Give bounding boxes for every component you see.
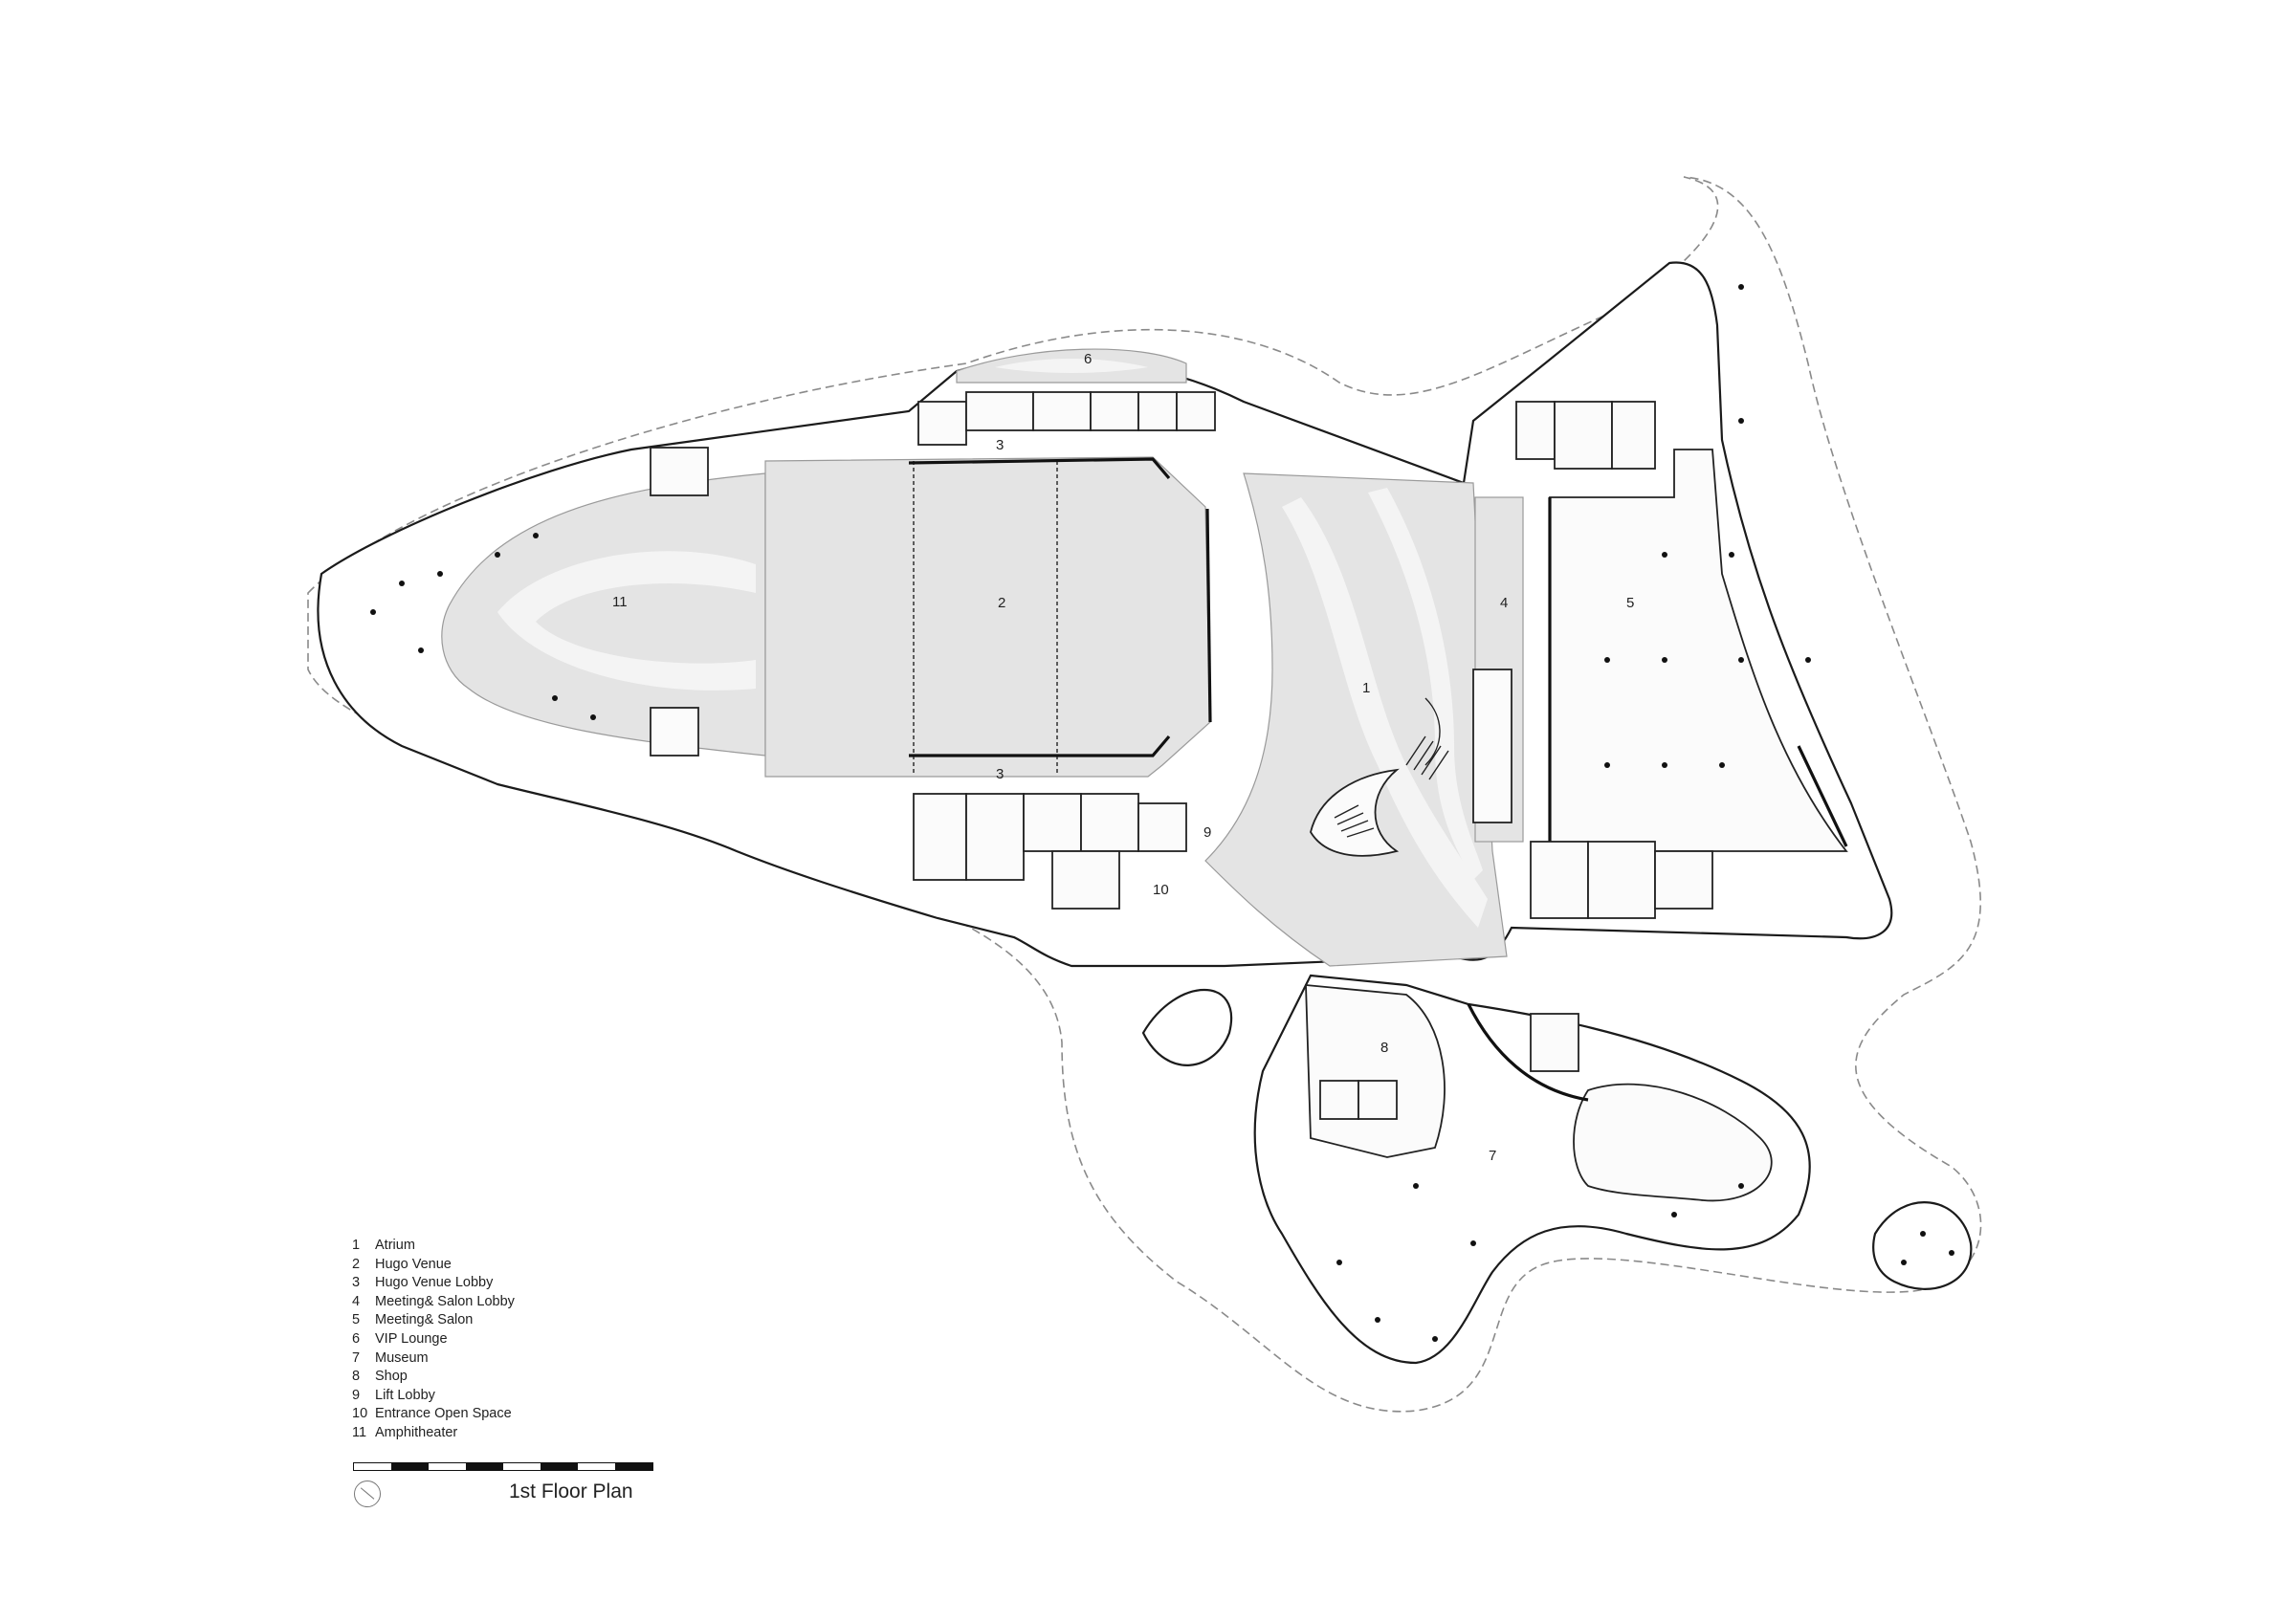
legend-item: 7 Museum (352, 1349, 515, 1369)
legend-room-name: Shop (375, 1369, 408, 1385)
legend-number: 11 (352, 1424, 367, 1440)
legend-item: 3 Hugo Venue Lobby (352, 1274, 515, 1293)
legend-number: 9 (352, 1387, 361, 1403)
label-museum: 7 (1489, 1148, 1496, 1164)
legend-item: 11 Amphitheater (352, 1424, 515, 1443)
scale-seg (391, 1463, 429, 1470)
legend-room-name: VIP Lounge (375, 1330, 448, 1347)
legend-number: 8 (352, 1369, 361, 1385)
scale-seg (541, 1463, 578, 1470)
legend-room-name: Amphitheater (375, 1424, 458, 1440)
legend-room-name: Meeting& Salon (375, 1312, 474, 1328)
label-shop: 8 (1380, 1040, 1388, 1056)
label-lift-lobby: 9 (1203, 824, 1211, 841)
museum-inner-court (1573, 1083, 1773, 1202)
atrium-flow-2 (1368, 488, 1483, 880)
legend-room-name: Lift Lobby (375, 1387, 435, 1403)
scale-seg (466, 1463, 503, 1470)
legend-room-name: Entrance Open Space (375, 1406, 512, 1422)
shop-service-rooms (1319, 1013, 1579, 1120)
service-rooms-top (650, 391, 1656, 496)
landscape-island-left (1141, 989, 1233, 1066)
label-lobby-bottom: 3 (996, 766, 1004, 782)
label-salon: 5 (1626, 595, 1634, 611)
scale-seg (429, 1463, 466, 1470)
scale-bar (353, 1462, 653, 1471)
label-salon-lobby: 4 (1500, 595, 1508, 611)
legend-number: 6 (352, 1330, 361, 1347)
atrium-stair-sculpture (1310, 768, 1400, 857)
label-lobby-top: 3 (996, 437, 1004, 453)
legend-number: 7 (352, 1349, 361, 1366)
legend-item: 4 Meeting& Salon Lobby (352, 1293, 515, 1312)
label-amphitheater: 11 (612, 594, 628, 610)
site-outline (307, 176, 1982, 1413)
legend-number: 3 (352, 1275, 361, 1291)
legend-item: 9 Lift Lobby (352, 1387, 515, 1406)
hugo-venue-hall (764, 456, 1211, 778)
meeting-salon-hall (1549, 449, 1848, 852)
legend-room-name: Meeting& Salon Lobby (375, 1293, 515, 1309)
legend-room-name: Hugo Venue Lobby (375, 1275, 494, 1291)
legend-room-name: Hugo Venue (375, 1256, 452, 1272)
legend-item: 8 Shop (352, 1368, 515, 1387)
amphitheater-flow (497, 551, 756, 691)
legend-item: 2 Hugo Venue (352, 1256, 515, 1275)
scale-seg (615, 1463, 652, 1470)
legend-number: 10 (352, 1406, 368, 1422)
north-arrow-icon (354, 1480, 381, 1507)
label-hugo-venue: 2 (998, 595, 1005, 611)
label-entrance: 10 (1153, 882, 1169, 898)
legend-number: 1 (352, 1238, 361, 1253)
plan-title: 1st Floor Plan (509, 1480, 633, 1502)
legend-item: 1 Atrium (352, 1237, 515, 1256)
legend-item: 10 Entrance Open Space (352, 1405, 515, 1424)
atrium-flow-1 (1282, 497, 1488, 928)
scale-seg (503, 1463, 541, 1470)
landscape-island-right (1872, 1201, 1973, 1290)
legend-number: 2 (352, 1256, 361, 1272)
scale-seg (354, 1463, 391, 1470)
legend-item: 6 VIP Lounge (352, 1330, 515, 1349)
label-atrium: 1 (1362, 680, 1370, 696)
legend-item: 5 Meeting& Salon (352, 1311, 515, 1330)
structural-columns (370, 284, 1954, 1342)
legend-room-name: Atrium (375, 1238, 415, 1253)
legend-room-name: Museum (375, 1349, 429, 1366)
legend-number: 4 (352, 1293, 361, 1309)
scale-seg (578, 1463, 615, 1470)
label-vip-lounge: 6 (1084, 351, 1092, 367)
legend-number: 5 (352, 1312, 361, 1328)
service-rooms-bottom (650, 669, 1713, 919)
